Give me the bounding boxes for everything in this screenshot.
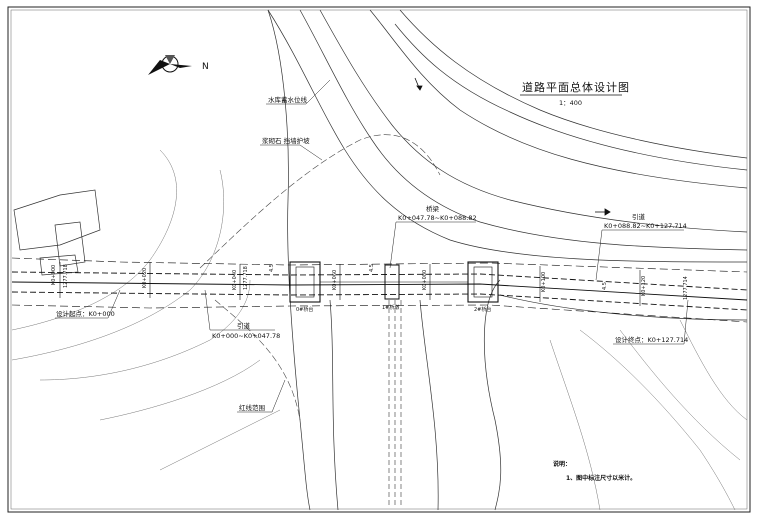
drawing-frame bbox=[7, 6, 751, 513]
chainage-k020: K0+020 bbox=[142, 268, 148, 288]
label-retaining-wall: 浆砌石 挡墙护坡 bbox=[262, 136, 310, 145]
road-alignment bbox=[11, 257, 748, 323]
label-approach-right: 引道 bbox=[632, 212, 646, 221]
chainage-k100: K0+100 bbox=[541, 272, 547, 292]
label-red-line: 红线范围 bbox=[239, 403, 265, 412]
notes-title: 说明： bbox=[553, 460, 571, 468]
chainage-k060: K0+060 bbox=[332, 270, 338, 290]
drawing-title: 道路平面总体设计图 bbox=[522, 80, 630, 94]
drawing-frame-inner bbox=[10, 9, 748, 510]
notes-item-1: 1、图中标注尺寸以米计。 bbox=[566, 474, 636, 482]
label-approach-left-range: K0+000~K0+047.78 bbox=[212, 332, 280, 340]
bridge-structure bbox=[289, 261, 499, 303]
label-pier-1: 1#桥墩 bbox=[382, 304, 399, 311]
north-label: N bbox=[202, 62, 209, 72]
label-abutment-0: 0#桥台 bbox=[296, 306, 313, 313]
leader-lines bbox=[55, 79, 689, 413]
label-approach-left: 引道 bbox=[237, 321, 251, 330]
label-approach-right-range: K0+088.82~K0+127.714 bbox=[604, 222, 687, 230]
flow-arrows bbox=[414, 77, 611, 216]
river-lines bbox=[267, 9, 748, 511]
chainage-k040: K0+040 bbox=[232, 270, 238, 290]
channel-lines bbox=[388, 300, 402, 505]
chainage-k080: K0+080 bbox=[422, 270, 428, 290]
chainage-k120: K0+120 bbox=[641, 276, 647, 296]
label-bridge: 桥梁 bbox=[426, 204, 440, 213]
red-line-boundary bbox=[199, 134, 441, 421]
elevation-c: 1277.714 bbox=[683, 276, 689, 300]
width-b: 4.5 bbox=[369, 264, 375, 272]
label-abutment-2: 2#桥台 bbox=[474, 306, 491, 313]
elevation-a: 1277.718 bbox=[63, 264, 69, 288]
label-water-line: 水库蓄水位线 bbox=[268, 95, 308, 104]
label-bridge-range: K0+047.78~K0+088.82 bbox=[398, 214, 477, 222]
north-arrow: N bbox=[148, 55, 209, 75]
elevation-b: 1277.718 bbox=[243, 266, 249, 290]
contour-lines bbox=[11, 149, 748, 511]
width-a: 4.5 bbox=[269, 264, 275, 272]
chainage-ticks bbox=[59, 262, 641, 306]
buildings bbox=[13, 189, 101, 276]
label-design-end: 设计终点：K0+127.714 bbox=[615, 335, 688, 344]
label-design-start: 设计起点：K0+000 bbox=[56, 309, 115, 318]
drawing-scale: 1：400 bbox=[559, 99, 582, 107]
width-c: 4.5 bbox=[602, 282, 608, 290]
chainage-k000: K0+000 bbox=[51, 265, 57, 285]
